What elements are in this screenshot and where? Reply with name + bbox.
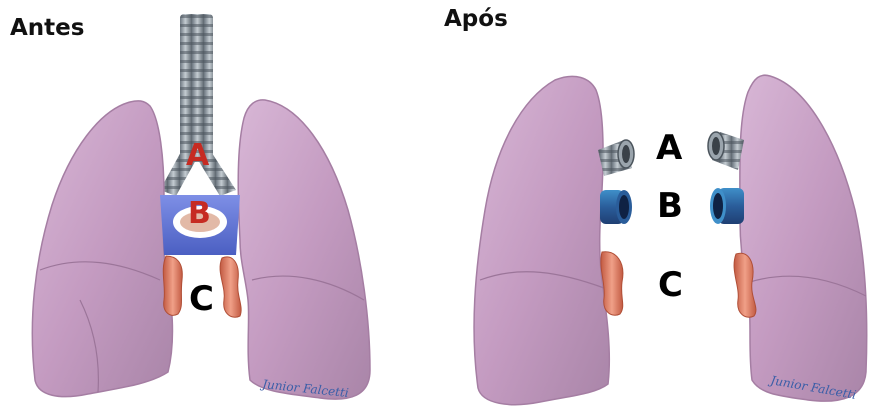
lung-right-before [32, 101, 172, 397]
lung-left-after [740, 75, 867, 401]
lung-right-after [474, 76, 609, 404]
label-b-after: B [657, 186, 683, 226]
label-b-before: B [188, 196, 211, 231]
lung-left-before [238, 100, 370, 399]
label-a-after: A [656, 128, 683, 168]
vessel-b-stump-right [710, 188, 744, 224]
label-a-before: A [186, 138, 210, 173]
before-panel: A B C Junior Falcetti [32, 14, 370, 400]
vessel-c-stump-left [601, 252, 623, 315]
after-panel: A B C Junior Falcetti [474, 75, 867, 404]
vessel-c-left [163, 256, 182, 315]
label-c-after: C [658, 265, 683, 305]
label-c-before: C [189, 279, 214, 319]
vessel-c-right [220, 257, 241, 317]
bronchus-stump-right [708, 132, 744, 170]
vessel-b-stump-left [600, 190, 632, 224]
